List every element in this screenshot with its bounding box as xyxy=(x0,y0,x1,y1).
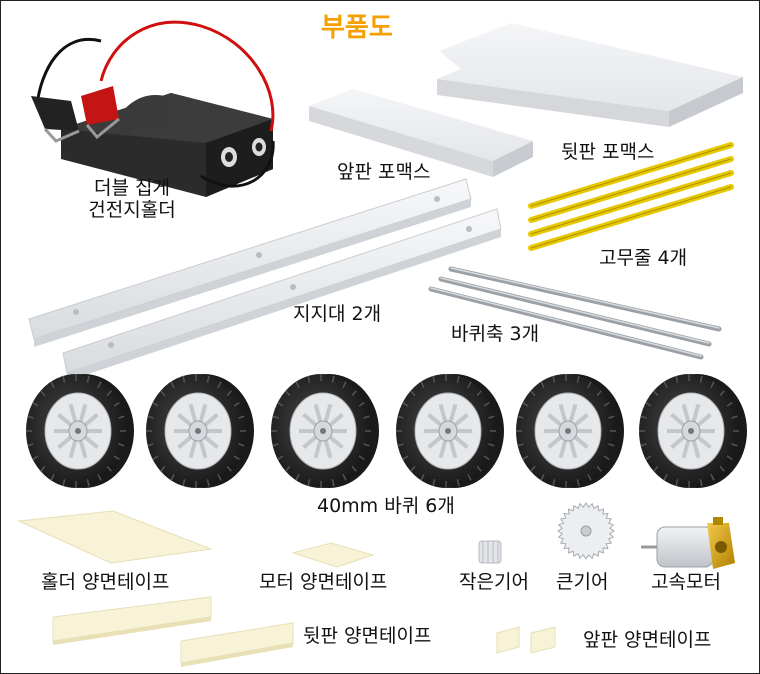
wheels xyxy=(26,374,747,488)
battery-holder-label-line1: 더블 집게 xyxy=(94,177,170,199)
battery-holder-label: 더블 집게 건전지홀더 xyxy=(77,177,187,221)
motor-tape xyxy=(291,542,375,568)
big-gear-label: 큰기어 xyxy=(556,571,609,593)
high-speed-motor xyxy=(641,517,735,569)
battery-holder-label-line2: 건전지홀더 xyxy=(88,199,176,221)
front-plate-label: 앞판 포맥스 xyxy=(337,161,431,183)
support-label: 지지대 2개 xyxy=(293,303,382,325)
axles xyxy=(428,266,722,360)
big-gear xyxy=(557,502,615,560)
support-rails xyxy=(28,178,502,381)
wheel xyxy=(146,374,254,488)
front-plate xyxy=(309,89,533,177)
wheel xyxy=(26,374,134,488)
front-tape-label: 앞판 양면테이프 xyxy=(583,629,712,651)
motor-label: 고속모터 xyxy=(651,571,721,593)
wheel xyxy=(271,374,379,488)
small-gear-label: 작은기어 xyxy=(459,571,529,593)
wheel-label: 40mm 바퀴 6개 xyxy=(317,495,455,517)
front-tapes xyxy=(496,626,556,654)
wheel xyxy=(396,374,504,488)
small-gear xyxy=(478,540,502,564)
battery-holder xyxy=(31,20,275,197)
holder-tape-label: 홀더 양면테이프 xyxy=(41,571,170,593)
motor-tape-label: 모터 양면테이프 xyxy=(259,571,388,593)
back-tapes xyxy=(52,596,294,667)
back-plate xyxy=(437,23,743,127)
diagram-title: 부품도 xyxy=(321,13,393,43)
wheel xyxy=(639,374,747,488)
wheel xyxy=(516,374,624,488)
rubber-band-label: 고무줄 4개 xyxy=(599,247,688,269)
back-tape-label: 뒷판 양면테이프 xyxy=(303,625,432,647)
holder-tape xyxy=(17,510,213,564)
axle-label: 바퀴축 3개 xyxy=(451,323,540,345)
back-plate-label: 뒷판 포맥스 xyxy=(561,141,655,163)
